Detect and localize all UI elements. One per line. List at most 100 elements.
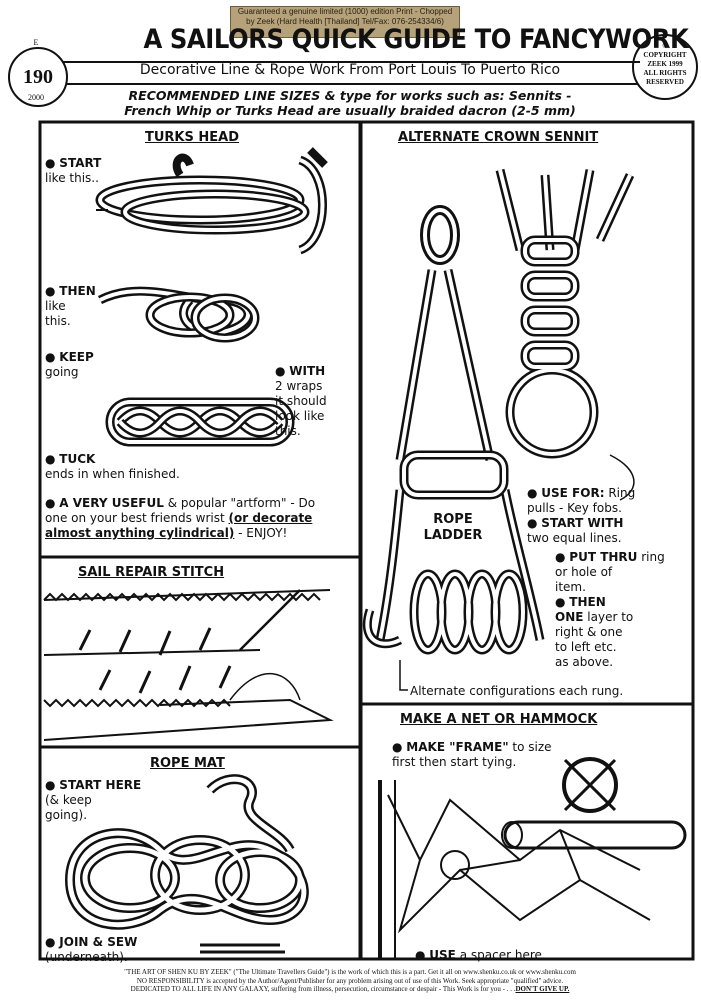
- turks-keep-note: ● KEEP going: [45, 350, 94, 379]
- turks-useful-highlight-2: almost anything cylindrical): [45, 526, 235, 540]
- footer-line-2: NO RESPONSIBILITY is accepted by the Aut…: [136, 976, 564, 985]
- turks-useful-end: - ENJOY!: [238, 526, 288, 540]
- turks-then-note: ● THEN like this.: [45, 284, 96, 328]
- turks-keep-text: going: [45, 365, 79, 379]
- sail-repair-illustration: [43, 589, 334, 741]
- turks-useful-text-1: & popular "artform" - Do: [167, 496, 316, 510]
- turks-then-text-1: like: [45, 299, 66, 313]
- crown-then-text-2: right & one: [555, 625, 623, 639]
- copyright-symbol: ©: [662, 42, 668, 50]
- turks-start-label: START: [59, 156, 102, 170]
- turks-head-title: TURKS HEAD: [145, 130, 240, 145]
- turks-then-text-2: this.: [45, 314, 71, 328]
- page-subtitle: Decorative Line & Rope Work From Port Lo…: [139, 62, 561, 78]
- footer-line-1: "THE ART OF SHEN KU BY ZEEK" ("The Ultim…: [124, 968, 576, 976]
- turks-start-text: like this..: [45, 171, 99, 185]
- crown-sennit-chain-illustration: [399, 168, 635, 691]
- crown-sennit-title: ALTERNATE CROWN SENNIT: [398, 130, 599, 145]
- turks-tuck-text: ends in when finished.: [45, 467, 180, 481]
- turks-tuck-note: ● TUCK ends in when finished.: [45, 452, 180, 481]
- turks-head-then-illustration: [97, 286, 260, 343]
- turks-useful-label: A VERY USEFUL: [59, 496, 164, 510]
- mat-start-text-2: going).: [45, 808, 88, 822]
- crown-use-text-1: Ring: [608, 486, 636, 500]
- crown-then-emphasis: ONE: [555, 610, 584, 624]
- issue-year: 2000: [28, 93, 44, 102]
- net-title: MAKE A NET OR HAMMOCK: [400, 712, 598, 727]
- limited-edition-badge: Guaranteed a genuine limited (1000) edit…: [230, 6, 460, 38]
- turks-useful-note: ● A VERY USEFUL & popular "artform" - Do…: [45, 496, 316, 540]
- turks-head-start-illustration: [95, 147, 328, 255]
- turks-keep-label: KEEP: [59, 350, 94, 364]
- badge-line-2: by Zeek (Hard Health [Thailand] Tel/Fax:…: [246, 17, 444, 26]
- crown-use-text-2: pulls - Key fobs.: [527, 501, 622, 515]
- turks-head-braid-illustration: [105, 397, 295, 447]
- turks-with-label: WITH: [289, 364, 326, 378]
- mat-start-text-1: (& keep: [45, 793, 92, 807]
- turks-with-text-3: look like: [275, 409, 325, 423]
- net-use-label: USE: [429, 948, 456, 962]
- net-use-note: ● USE a spacer here.: [415, 948, 546, 962]
- copyright-seal: © COPYRIGHT ZEEK 1999 ALL RIGHTS RESERVE…: [632, 34, 698, 100]
- turks-with-note: ● WITH 2 wraps it should look like this.: [275, 364, 327, 438]
- crown-put-text-2: or hole of: [555, 565, 613, 579]
- rope-mat-title: ROPE MAT: [150, 756, 225, 771]
- turks-useful-text-2: one on your best friends wrist: [45, 511, 225, 525]
- turks-head-frame: [38, 120, 362, 559]
- mat-start-note: ● START HERE (& keep going).: [45, 778, 142, 822]
- turks-start-note: ● START like this..: [45, 156, 102, 185]
- crown-put-note: ● PUT THRU ring or hole of item. ● THEN …: [555, 550, 690, 670]
- crown-start-text: two equal lines.: [527, 531, 622, 545]
- crown-start-label: START WITH: [541, 516, 624, 530]
- crown-use-label: USE FOR:: [541, 486, 605, 500]
- net-use-text: a spacer here.: [459, 948, 546, 962]
- crown-then-text-4: as above.: [555, 655, 614, 669]
- turks-with-text-2: it should: [275, 394, 327, 408]
- crown-put-label: PUT THRU: [569, 550, 638, 564]
- turks-useful-highlight-1: (or decorate: [228, 511, 313, 525]
- crown-put-text-1: ring: [641, 550, 665, 564]
- net-make-label: MAKE "FRAME": [406, 740, 509, 754]
- footer: "THE ART OF SHEN KU BY ZEEK" ("The Ultim…: [10, 968, 690, 994]
- rope-ladder-label-1: ROPE: [433, 512, 473, 527]
- footer-motto: DON'T GIVE UP.: [515, 985, 570, 993]
- recommended-sizes: RECOMMENDED LINE SIZES & type for works …: [60, 88, 640, 118]
- mat-start-label: START HERE: [59, 778, 142, 792]
- issue-number: 190: [23, 65, 53, 88]
- issue-number-badge: E 190 2000: [8, 38, 68, 107]
- crown-then-text-1: layer to: [587, 610, 634, 624]
- sail-repair-title: SAIL REPAIR STITCH: [78, 565, 225, 580]
- mat-join-label: JOIN & SEW: [59, 935, 138, 949]
- issue-letter: E: [33, 38, 39, 47]
- page-title: A SAILORS QUICK GUIDE TO FANCYWORK: [143, 24, 689, 55]
- copyright-line-2: ZEEK 1999: [647, 60, 683, 68]
- turks-with-text-4: this.: [275, 424, 301, 438]
- turks-then-label: THEN: [59, 284, 96, 298]
- net-illustration: [378, 757, 687, 960]
- copyright-line-1: COPYRIGHT: [643, 51, 687, 59]
- turks-tuck-label: TUCK: [59, 452, 96, 466]
- crown-alternate-note: Alternate configurations each rung.: [410, 684, 624, 698]
- rope-mat-illustration: [64, 774, 309, 954]
- net-make-note: ● MAKE "FRAME" to size first then start …: [392, 740, 552, 769]
- crown-then-label: THEN: [569, 595, 606, 609]
- crown-put-text-3: item.: [555, 580, 586, 594]
- mat-join-text: (underneath).: [45, 950, 128, 964]
- rope-ladder-illustration: [362, 205, 545, 655]
- badge-line-1: Guaranteed a genuine limited (1000) edit…: [237, 7, 453, 16]
- mat-join-note: ● JOIN & SEW (underneath).: [45, 935, 138, 964]
- net-make-text-2: first then start tying.: [392, 755, 517, 769]
- recommended-line-1: RECOMMENDED LINE SIZES & type for works …: [128, 88, 572, 103]
- net-make-text-1: to size: [512, 740, 552, 754]
- crown-then-text-3: to left etc.: [555, 640, 617, 654]
- rope-ladder-label-2: LADDER: [423, 528, 483, 543]
- copyright-line-3: ALL RIGHTS: [643, 69, 687, 77]
- rope-ladder-label: ROPE LADDER: [408, 512, 498, 544]
- recommended-line-2: French Whip or Turks Head are usually br…: [124, 103, 576, 118]
- footer-line-3: DEDICATED TO ALL LIFE IN ANY GALAXY, suf…: [130, 985, 516, 993]
- copyright-line-4: RESERVED: [646, 78, 684, 86]
- net-frame: [359, 702, 695, 961]
- turks-with-text-1: 2 wraps: [275, 379, 323, 393]
- crown-use-note: ● USE FOR: Ring pulls - Key fobs. ● STAR…: [527, 486, 689, 546]
